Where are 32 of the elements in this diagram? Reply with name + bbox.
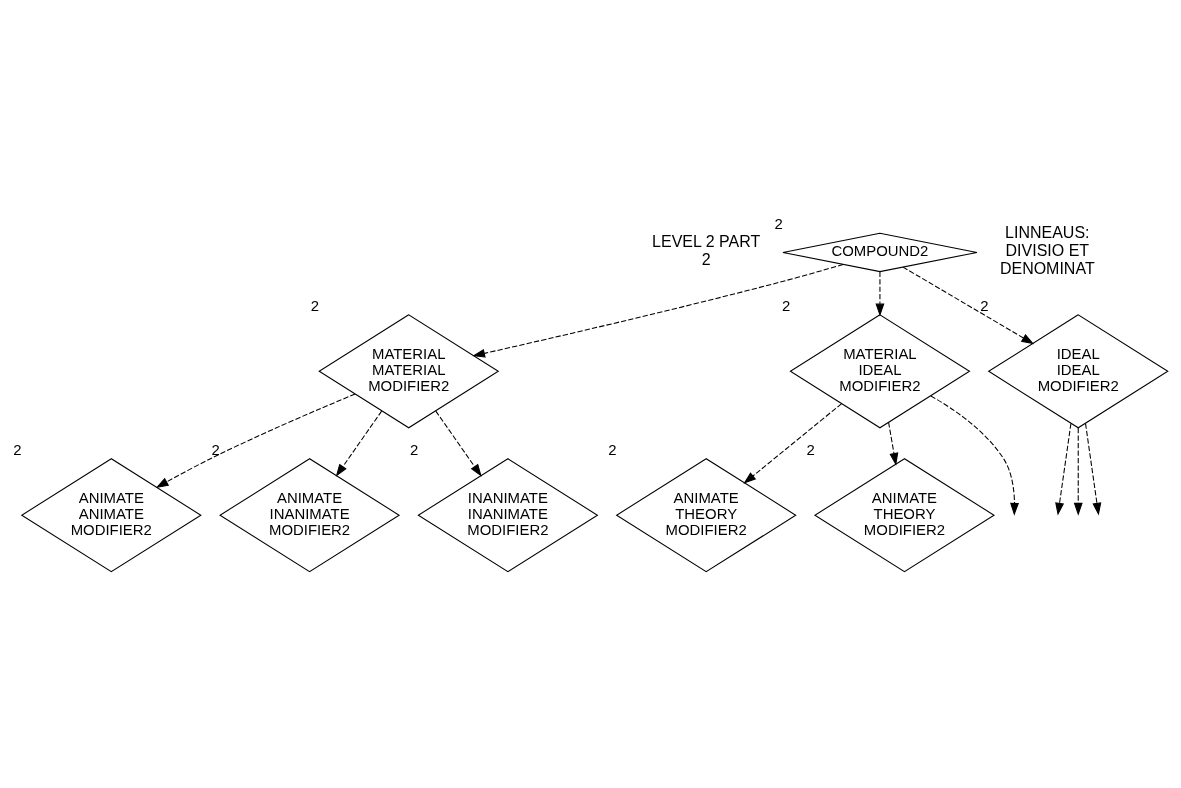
node-label: 2 xyxy=(211,440,220,458)
node-label: 2 xyxy=(608,440,617,458)
node-diamond: ANIMATE ANIMATE MODIFIER2 xyxy=(20,457,202,572)
label: LEVEL 2 PART 2 xyxy=(652,232,761,268)
node-label: 2 xyxy=(774,214,783,232)
arrow xyxy=(743,402,842,484)
arrow xyxy=(155,393,356,488)
node-label: 2 xyxy=(980,296,989,314)
arrow xyxy=(930,395,1019,516)
arrow xyxy=(888,421,899,466)
node-label: 2 xyxy=(806,440,815,458)
arrow xyxy=(435,410,482,477)
arrow xyxy=(902,266,1035,344)
node-label: 2 xyxy=(310,296,320,314)
node-label: 2 xyxy=(13,440,22,458)
arrow xyxy=(1085,422,1102,516)
node-diamond: MATERIAL IDEAL MODIFIER2 xyxy=(789,313,971,428)
arrow xyxy=(472,263,844,358)
arrow xyxy=(875,270,885,316)
node-diamond: ANIMATE THEORY MODIFIER2 xyxy=(813,457,995,572)
node-diamond: ANIMATE INANIMATE MODIFIER2 xyxy=(219,457,401,572)
arrow xyxy=(1073,426,1083,516)
node-diamond: INANIMATE INANIMATE MODIFIER2 xyxy=(417,457,599,572)
node-diamond: IDEAL IDEAL MODIFIER2 xyxy=(987,313,1169,428)
arrow xyxy=(1055,422,1072,516)
node-diamond: MATERIAL MATERIAL MODIFIER2 xyxy=(318,313,500,428)
node-label: 2 xyxy=(409,440,419,458)
label: LINNEAUS: DIVISIO ET DENOMINAT xyxy=(999,223,1095,277)
node-diamond: COMPOUND2 xyxy=(782,232,978,272)
node-label: 2 xyxy=(781,296,791,314)
node-diamond: ANIMATE THEORY MODIFIER2 xyxy=(615,457,797,572)
arrow xyxy=(335,410,383,477)
